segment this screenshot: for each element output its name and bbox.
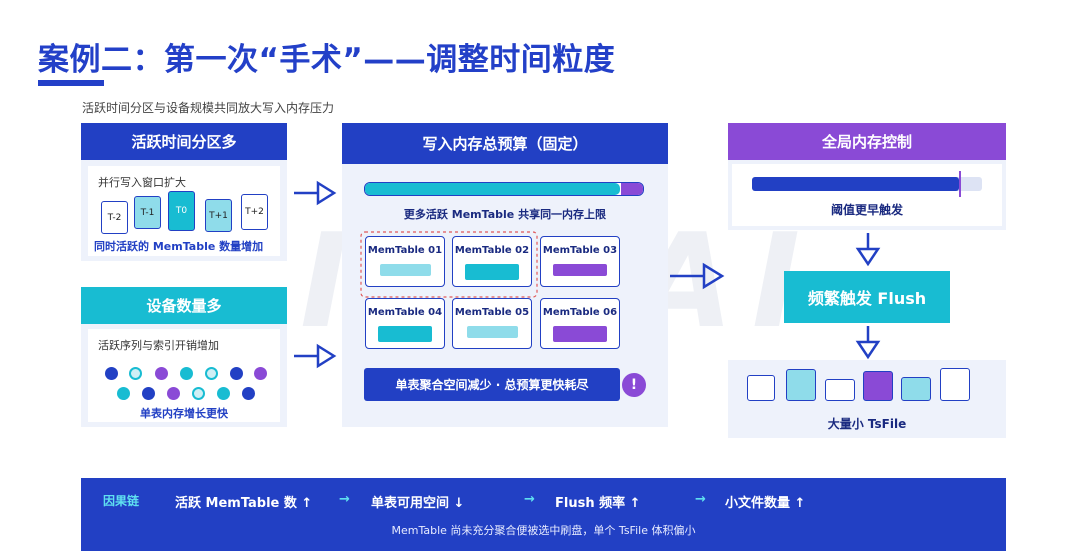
devices-panel: 设备数量多 活跃序列与索引开销增加 单表内存增长更快 [81, 287, 287, 427]
partitions-panel: 活跃时间分区多 并行写入窗口扩大 T-2 T-1 T0 T+1 T+2 同时活跃… [81, 123, 287, 261]
tsfile-caption: 大量小 TsFile [827, 417, 907, 431]
threshold-bar [752, 171, 982, 197]
arrow-right-icon [670, 262, 725, 290]
window-t-minus-1: T-1 [134, 196, 161, 229]
series-dot [117, 387, 130, 400]
partitions-header: 活跃时间分区多 [81, 123, 287, 160]
memtable-card: MemTable 05 [452, 298, 532, 349]
arrow-down-icon [855, 233, 881, 267]
devices-footer: 单表内存增长更快 [140, 407, 228, 420]
memtable-label: MemTable 04 [367, 307, 443, 318]
window-t0: T0 [168, 191, 195, 231]
warning-icon: ! [622, 373, 646, 397]
series-dot [142, 387, 155, 400]
title-underline [38, 80, 104, 86]
memtable-fill [378, 326, 432, 342]
devices-body: 活跃序列与索引开销增加 单表内存增长更快 [88, 329, 280, 422]
window-t-plus-2: T+2 [241, 194, 268, 230]
memtable-label: MemTable 06 [542, 307, 618, 318]
tsfile-icon [747, 375, 775, 401]
window-t-plus-1: T+1 [205, 199, 232, 232]
memtable-fill [380, 264, 431, 276]
threshold-marker [959, 171, 961, 197]
memtable-card: MemTable 06 [540, 298, 620, 349]
global-control-body [732, 164, 1002, 226]
series-dot [167, 387, 180, 400]
chain-arrow-icon: → [339, 492, 350, 507]
memtable-fill [467, 326, 518, 338]
series-dot [230, 367, 243, 380]
budget-header: 写入内存总预算（固定） [342, 123, 668, 164]
partitions-caption: 并行写入窗口扩大 [98, 176, 186, 189]
chain-step-2: 单表可用空间 ↓ [371, 496, 465, 511]
budget-bar [364, 182, 644, 196]
budget-bar-overflow [621, 183, 643, 195]
flush-box: 频繁触发 Flush [784, 271, 950, 323]
memtable-fill [553, 264, 607, 276]
arrow-right-icon [294, 180, 337, 206]
series-dot [242, 387, 255, 400]
memtable-card: MemTable 03 [540, 236, 620, 287]
chain-note: MemTable 尚未充分聚合便被选中刷盘，单个 TsFile 体积偏小 [391, 524, 696, 537]
memtable-fill [465, 264, 519, 280]
series-dot [105, 367, 118, 380]
series-dot [155, 367, 168, 380]
causal-chain-footer: 因果链 活跃 MemTable 数 ↑ → 单表可用空间 ↓ → Flush 频… [81, 478, 1006, 551]
arrow-down-icon [855, 326, 881, 360]
tsfile-icon [901, 377, 931, 401]
memtable-label: MemTable 01 [367, 245, 443, 256]
arrow-right-icon [294, 343, 337, 369]
series-dot [205, 367, 218, 380]
threshold-bar-fill [752, 177, 959, 191]
window-t-minus-2: T-2 [101, 201, 128, 234]
memtable-label: MemTable 03 [542, 245, 618, 256]
devices-header: 设备数量多 [81, 287, 287, 324]
tsfile-icon [940, 368, 970, 401]
memtable-card: MemTable 04 [365, 298, 445, 349]
chain-step-3: Flush 频率 ↑ [555, 496, 641, 511]
highlight-dashed-box [360, 231, 538, 298]
chain-step-1: 活跃 MemTable 数 ↑ [175, 496, 313, 511]
memtable-card: MemTable 01 [365, 236, 445, 287]
tsfile-icon [786, 369, 816, 401]
chain-step-4: 小文件数量 ↑ [725, 496, 806, 511]
tsfile-icon [863, 371, 893, 401]
page-title: 案例二：第一次“手术”——调整时间粒度 [38, 42, 616, 78]
chain-label: 因果链 [103, 494, 140, 508]
warning-banner: 单表聚合空间减少 · 总预算更快耗尽 [364, 368, 620, 401]
partitions-footer: 同时活跃的 MemTable 数量增加 [94, 240, 264, 253]
series-dot [192, 387, 205, 400]
budget-caption: 更多活跃 MemTable 共享同一内存上限 [403, 208, 607, 221]
budget-bar-fill [365, 183, 620, 195]
partitions-body: 并行写入窗口扩大 T-2 T-1 T0 T+1 T+2 同时活跃的 MemTab… [88, 166, 280, 256]
devices-caption: 活跃序列与索引开销增加 [98, 339, 219, 352]
chain-arrow-icon: → [695, 492, 706, 507]
page-subtitle: 活跃时间分区与设备规模共同放大写入内存压力 [82, 101, 335, 115]
series-dot [254, 367, 267, 380]
global-control-panel: 全局内存控制 [728, 123, 1006, 230]
memtable-fill [553, 326, 607, 342]
global-control-caption: 阈值更早触发 [830, 203, 903, 217]
tsfile-icon [825, 379, 855, 401]
series-dot [180, 367, 193, 380]
memtable-card: MemTable 02 [452, 236, 532, 287]
series-dot [217, 387, 230, 400]
global-control-header: 全局内存控制 [728, 123, 1006, 160]
series-dot [129, 367, 142, 380]
memtable-label: MemTable 02 [454, 245, 530, 256]
chain-arrow-icon: → [524, 492, 535, 507]
memtable-label: MemTable 05 [454, 307, 530, 318]
